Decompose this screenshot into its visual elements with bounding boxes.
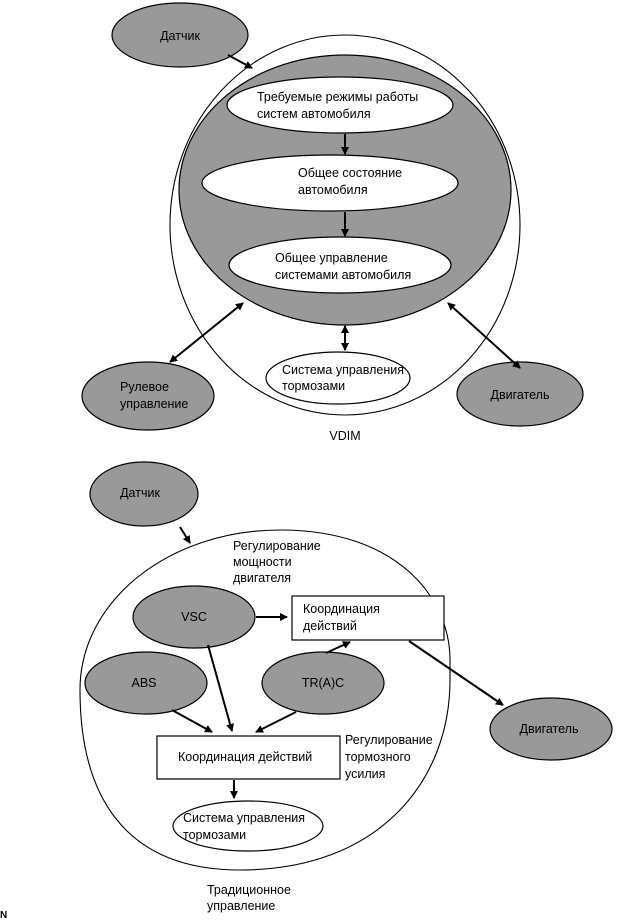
vdim-node-overall-control-line2: системами автомобиля [275,268,411,282]
coordination-bottom-label: Координация действий [178,750,312,764]
vdim-diagram: Датчик Требуемые режимы работы систем ав… [81,2,584,443]
abs-label: ABS [131,676,156,690]
engine-power-label-line3: двигателя [233,571,291,585]
coordination-top-line1: Координация [303,602,380,616]
trad-sensor-label: Датчик [120,486,160,500]
vdim-steering-node [81,361,215,431]
vsc-node [132,585,256,649]
abs-node [84,651,208,715]
vdim-sensor-label: Датчик [160,29,200,43]
vdim-node-requested-modes [226,76,454,134]
coordination-box-top [291,595,445,641]
trad-sensor-node [89,461,199,527]
brake-force-label-line3: усилия [345,767,385,781]
vdim-node-vehicle-state [201,154,459,212]
traditional-boundary [79,529,451,871]
trad-engine-label: Двигатель [520,722,579,736]
vdim-node-requested-modes-line2: систем автомобиля [257,107,371,121]
coordination-top-line2: действий [303,619,357,633]
trac-label: TR(A)C [302,676,344,690]
arrow-trac-coord-top [325,641,351,654]
arrow-core-engine [447,302,521,369]
vdim-brake-system-line2: тормозами [282,379,345,393]
vdim-steering-line2: управление [120,397,188,411]
corner-mark: N [0,910,7,921]
vdim-brake-system-line1: Система управления [282,363,404,377]
vdim-node-overall-control [228,236,452,294]
vdim-node-vehicle-state-line2: автомобиля [298,183,368,197]
brake-force-label-line2: тормозного [345,750,411,764]
vdim-steering-line1: Рулевое [120,380,169,394]
vdim-title: VDIM [329,429,360,443]
trad-engine-node [489,697,613,761]
arrow-sensor-to-vdim [227,54,253,69]
vdim-brake-system-node [265,351,411,405]
vdim-outer-boundary [169,34,521,416]
arrow-vsc-coord-bottom [207,644,234,732]
vdim-node-requested-modes-line1: Требуемые режимы работы [257,90,418,104]
arrow-trac-coord [255,711,297,733]
traditional-title-line1: Традиционное [207,883,291,897]
traditional-diagram: Датчик Регулирование мощности двигателя … [79,461,613,913]
engine-power-label-line1: Регулирование [233,539,321,553]
engine-power-label-line2: мощности [233,555,292,569]
arrow-trad-sensor [179,526,191,544]
traditional-title-line2: управление [207,899,275,913]
trad-brake-system-line2: тормозами [183,828,246,842]
vdim-node-vehicle-state-line1: Общее состояние [298,166,402,180]
arrow-abs-coord [171,709,213,733]
vdim-node-overall-control-line1: Общее управление [275,251,388,265]
arrow-coord-engine [408,640,504,706]
trad-brake-system-node [172,800,324,852]
brake-force-label-line1: Регулирование [345,733,433,747]
vdim-sensor-node [111,2,249,68]
trac-node [261,651,385,715]
coordination-box-bottom [156,735,341,780]
vdim-engine-label: Двигатель [491,388,550,402]
vsc-label: VSC [181,610,207,624]
trad-brake-system-line1: Система управления [183,811,305,825]
arrow-core-steering [169,302,244,363]
